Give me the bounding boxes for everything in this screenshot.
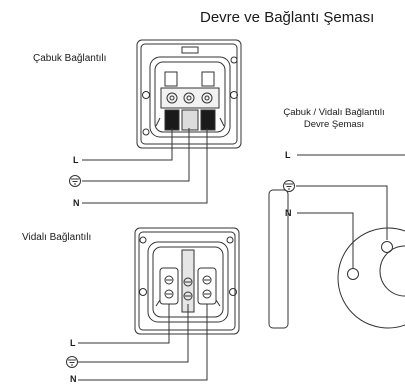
quick-ground-symbol-icon — [69, 175, 81, 187]
screw-wire-n-label: N — [70, 374, 77, 384]
screw-connection-label: Vidalı Bağlantılı — [22, 232, 92, 243]
circuit-label-line1: Çabuk / Vidalı Bağlantılı — [283, 107, 385, 118]
screw-wire-l-label: L — [70, 338, 76, 348]
circuit-wires — [296, 154, 405, 268]
screw-socket-mechanism-icon — [134, 227, 240, 335]
screw-wires — [78, 304, 208, 381]
quick-connection-label: Çabuk Bağlantılı — [33, 53, 107, 64]
screw-ground-symbol-icon — [66, 356, 78, 368]
wall-box-icon — [268, 189, 289, 329]
quick-socket-mechanism-icon — [136, 39, 242, 149]
circuit-ground-symbol-icon — [283, 180, 295, 192]
socket-outlet-icon — [337, 227, 405, 329]
quick-wires — [82, 128, 208, 204]
page-title: Devre ve Bağlantı Şeması — [200, 9, 375, 26]
circuit-wire-l-label: L — [285, 150, 291, 160]
circuit-label-line2: Devre Şeması — [303, 119, 365, 130]
quick-wire-n-label: N — [73, 198, 80, 208]
quick-wire-l-label: L — [73, 155, 79, 165]
